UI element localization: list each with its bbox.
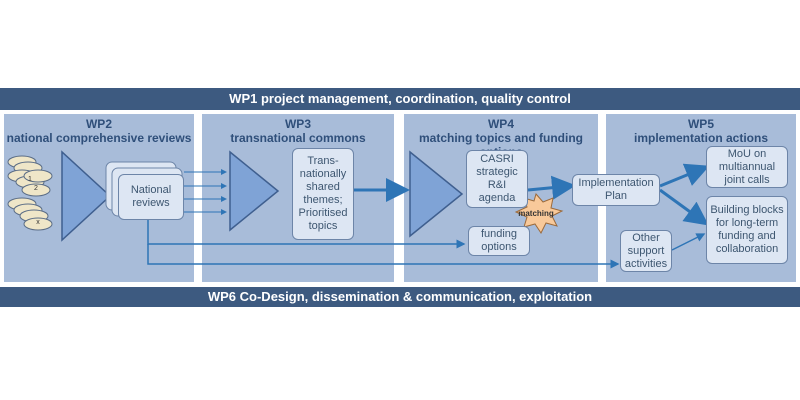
wp6-banner: WP6 Co-Design, dissemination & communica… xyxy=(0,287,800,307)
wp4-funnel xyxy=(409,150,464,238)
wp1-banner: WP1 project management, coordination, qu… xyxy=(0,88,800,110)
plan-to-mou-arrow xyxy=(659,163,710,188)
implementation-plan-box: Implementation Plan xyxy=(572,174,660,206)
mou-box: MoU on multiannual joint calls xyxy=(706,146,788,188)
agenda-to-plan-arrow xyxy=(527,175,576,200)
national-reviews-box: National reviews xyxy=(118,174,184,220)
strategic-agenda-box: CASRI strategic R&I agenda xyxy=(466,150,528,208)
other-support-box: Other support activities xyxy=(620,230,672,272)
wp3-title: transnational commons xyxy=(230,131,366,145)
plan-to-blocks-arrow xyxy=(659,188,709,226)
wp5-id: WP5 xyxy=(687,117,714,131)
wp2-title: national comprehensive reviews xyxy=(6,131,192,145)
wp2-ellipse-stack-bottom xyxy=(7,197,53,231)
wp3-funnel xyxy=(229,150,280,232)
ellipse-label-2: 2 xyxy=(34,185,38,192)
ellipse-label-x: x xyxy=(36,219,40,226)
other-to-blocks-arrow xyxy=(671,233,706,251)
ellipse-label-1: 1 xyxy=(28,176,32,183)
matching-label: matching xyxy=(518,209,554,218)
wp4-id: WP4 xyxy=(487,117,514,131)
transnational-themes-box: Trans-nationally shared themes; Prioriti… xyxy=(292,148,354,240)
wp2-to-wp3-arrows xyxy=(184,169,227,215)
wp2-funnel xyxy=(61,150,112,242)
wp2-ellipse-stack-top xyxy=(7,155,53,197)
wp5-title: implementation actions xyxy=(633,131,769,145)
wp2-id: WP2 xyxy=(85,117,112,131)
building-blocks-box: Building blocks for long-term funding an… xyxy=(706,196,788,264)
wp3-id: WP3 xyxy=(284,117,311,131)
funding-options-box: funding options xyxy=(468,226,530,256)
wp2-to-other-support-arrow xyxy=(147,244,620,269)
